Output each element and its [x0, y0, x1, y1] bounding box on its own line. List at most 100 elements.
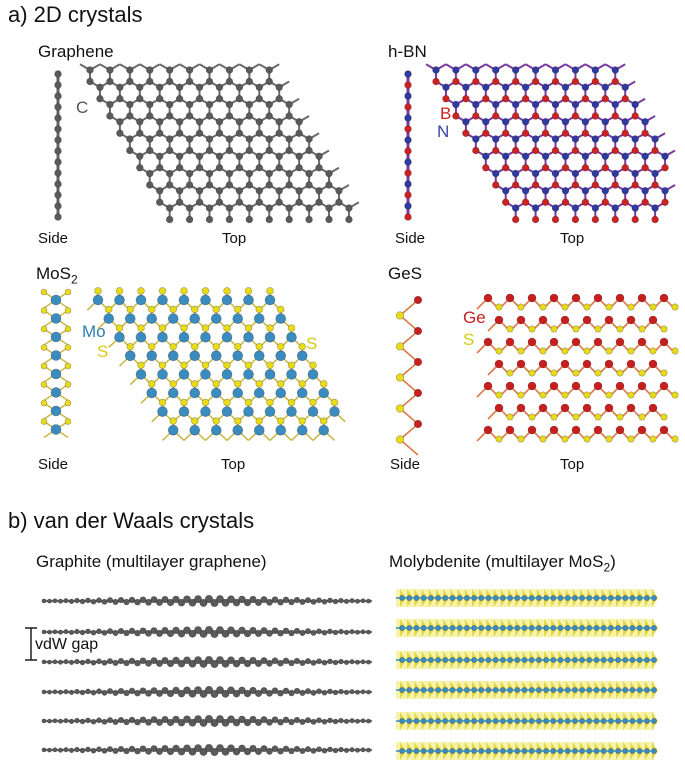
sulfur-atom — [159, 325, 166, 332]
boron-atom — [522, 199, 529, 206]
carbon-atom — [326, 205, 333, 212]
sulfur-atom — [277, 418, 284, 425]
sulfur-atom — [496, 348, 502, 354]
mos2-side-view — [41, 289, 71, 438]
nitrogen-atom — [642, 153, 649, 160]
molybdenum-atom — [51, 406, 61, 416]
germanium-atom — [649, 360, 657, 368]
carbon-atom — [266, 216, 273, 223]
boron-atom — [632, 113, 639, 120]
sulfur-atom — [65, 289, 71, 295]
nitrogen-atom — [472, 101, 479, 108]
boron-atom — [562, 164, 569, 171]
carbon-atom — [266, 78, 273, 85]
sulfur-atom — [191, 418, 198, 425]
sulfur-atom — [639, 370, 645, 376]
molybdenum-atom — [211, 351, 221, 361]
carbon-atom — [306, 205, 313, 212]
boron-atom — [462, 130, 469, 137]
boron-atom — [492, 147, 499, 154]
boron-atom — [462, 95, 469, 102]
molybdenum-atom — [287, 369, 297, 379]
carbon-atom — [236, 118, 243, 125]
carbon-atom — [55, 137, 62, 144]
carbon-atom — [216, 95, 223, 102]
germanium-atom — [506, 294, 514, 302]
sulfur-atom — [584, 348, 590, 354]
sulfur-atom — [540, 304, 546, 310]
nitrogen-atom — [492, 101, 499, 108]
sulfur-atom — [518, 348, 524, 354]
carbon-atom — [166, 170, 173, 177]
carbon-atom — [305, 658, 311, 664]
carbon-atom — [124, 660, 130, 666]
carbon-atom — [206, 101, 213, 108]
carbon-atom — [311, 660, 316, 665]
nitrogen-atom — [453, 101, 460, 108]
carbon-atom — [146, 182, 153, 189]
carbon-atom — [156, 187, 163, 194]
boron-atom — [632, 216, 639, 223]
carbon-atom — [118, 717, 124, 723]
carbon-atom — [96, 598, 101, 603]
nitrogen-atom — [453, 67, 460, 74]
carbon-atom — [91, 599, 96, 604]
molybdenite-stack — [396, 589, 658, 760]
carbon-atom — [126, 113, 133, 120]
boron-atom — [652, 182, 659, 189]
carbon-atom — [206, 67, 213, 74]
nitrogen-atom — [582, 118, 589, 125]
molybdenum-atom — [297, 388, 307, 398]
germanium-atom — [627, 404, 635, 412]
sulfur-atom — [507, 326, 513, 332]
carbon-atom — [75, 598, 80, 603]
molybdenum-atom — [179, 407, 189, 417]
carbon-atom — [289, 660, 295, 666]
carbon-atom — [55, 170, 62, 177]
sulfur-atom — [551, 326, 557, 332]
sulfur-atom — [606, 348, 612, 354]
carbon-atom — [266, 170, 273, 177]
molybdenum-atom — [222, 369, 232, 379]
carbon-atom — [277, 660, 283, 666]
carbon-atom — [69, 690, 74, 695]
nitrogen-atom — [552, 136, 559, 143]
sulfur-atom — [672, 348, 678, 354]
sulfur-atom — [277, 380, 284, 387]
sulfur-atom — [628, 348, 634, 354]
carbon-atom — [113, 630, 119, 636]
carbon-atom — [102, 690, 107, 695]
carbon-atom — [266, 205, 273, 212]
carbon-atom — [286, 182, 293, 189]
molybdenum-atom — [190, 388, 200, 398]
nitrogen-atom — [512, 205, 519, 212]
carbon-atom — [166, 78, 173, 85]
carbon-atom — [327, 747, 332, 752]
carbon-atom — [296, 130, 303, 137]
sulfur-atom — [573, 414, 579, 420]
carbon-atom — [91, 630, 96, 635]
sulfur-atom — [617, 370, 623, 376]
carbon-atom — [216, 164, 223, 171]
nitrogen-atom — [552, 67, 559, 74]
boron-atom — [582, 199, 589, 206]
sulfur-atom — [224, 362, 231, 369]
molybdenum-atom — [136, 369, 146, 379]
carbon-atom — [344, 599, 349, 604]
carbon-atom — [196, 164, 203, 171]
sulfur-atom — [159, 287, 166, 294]
germanium-atom — [660, 426, 668, 434]
carbon-atom — [156, 153, 163, 160]
nitrogen-atom — [433, 67, 440, 74]
carbon-atom — [306, 136, 313, 143]
carbon-atom — [55, 82, 62, 89]
carbon-atom — [306, 147, 313, 154]
carbon-atom — [146, 67, 153, 74]
boron-atom — [662, 164, 669, 171]
nitrogen-atom — [572, 205, 579, 212]
carbon-atom — [336, 199, 343, 206]
carbon-atom — [64, 689, 69, 694]
carbon-atom — [58, 660, 62, 664]
carbon-atom — [361, 719, 365, 723]
carbon-atom — [355, 748, 359, 752]
